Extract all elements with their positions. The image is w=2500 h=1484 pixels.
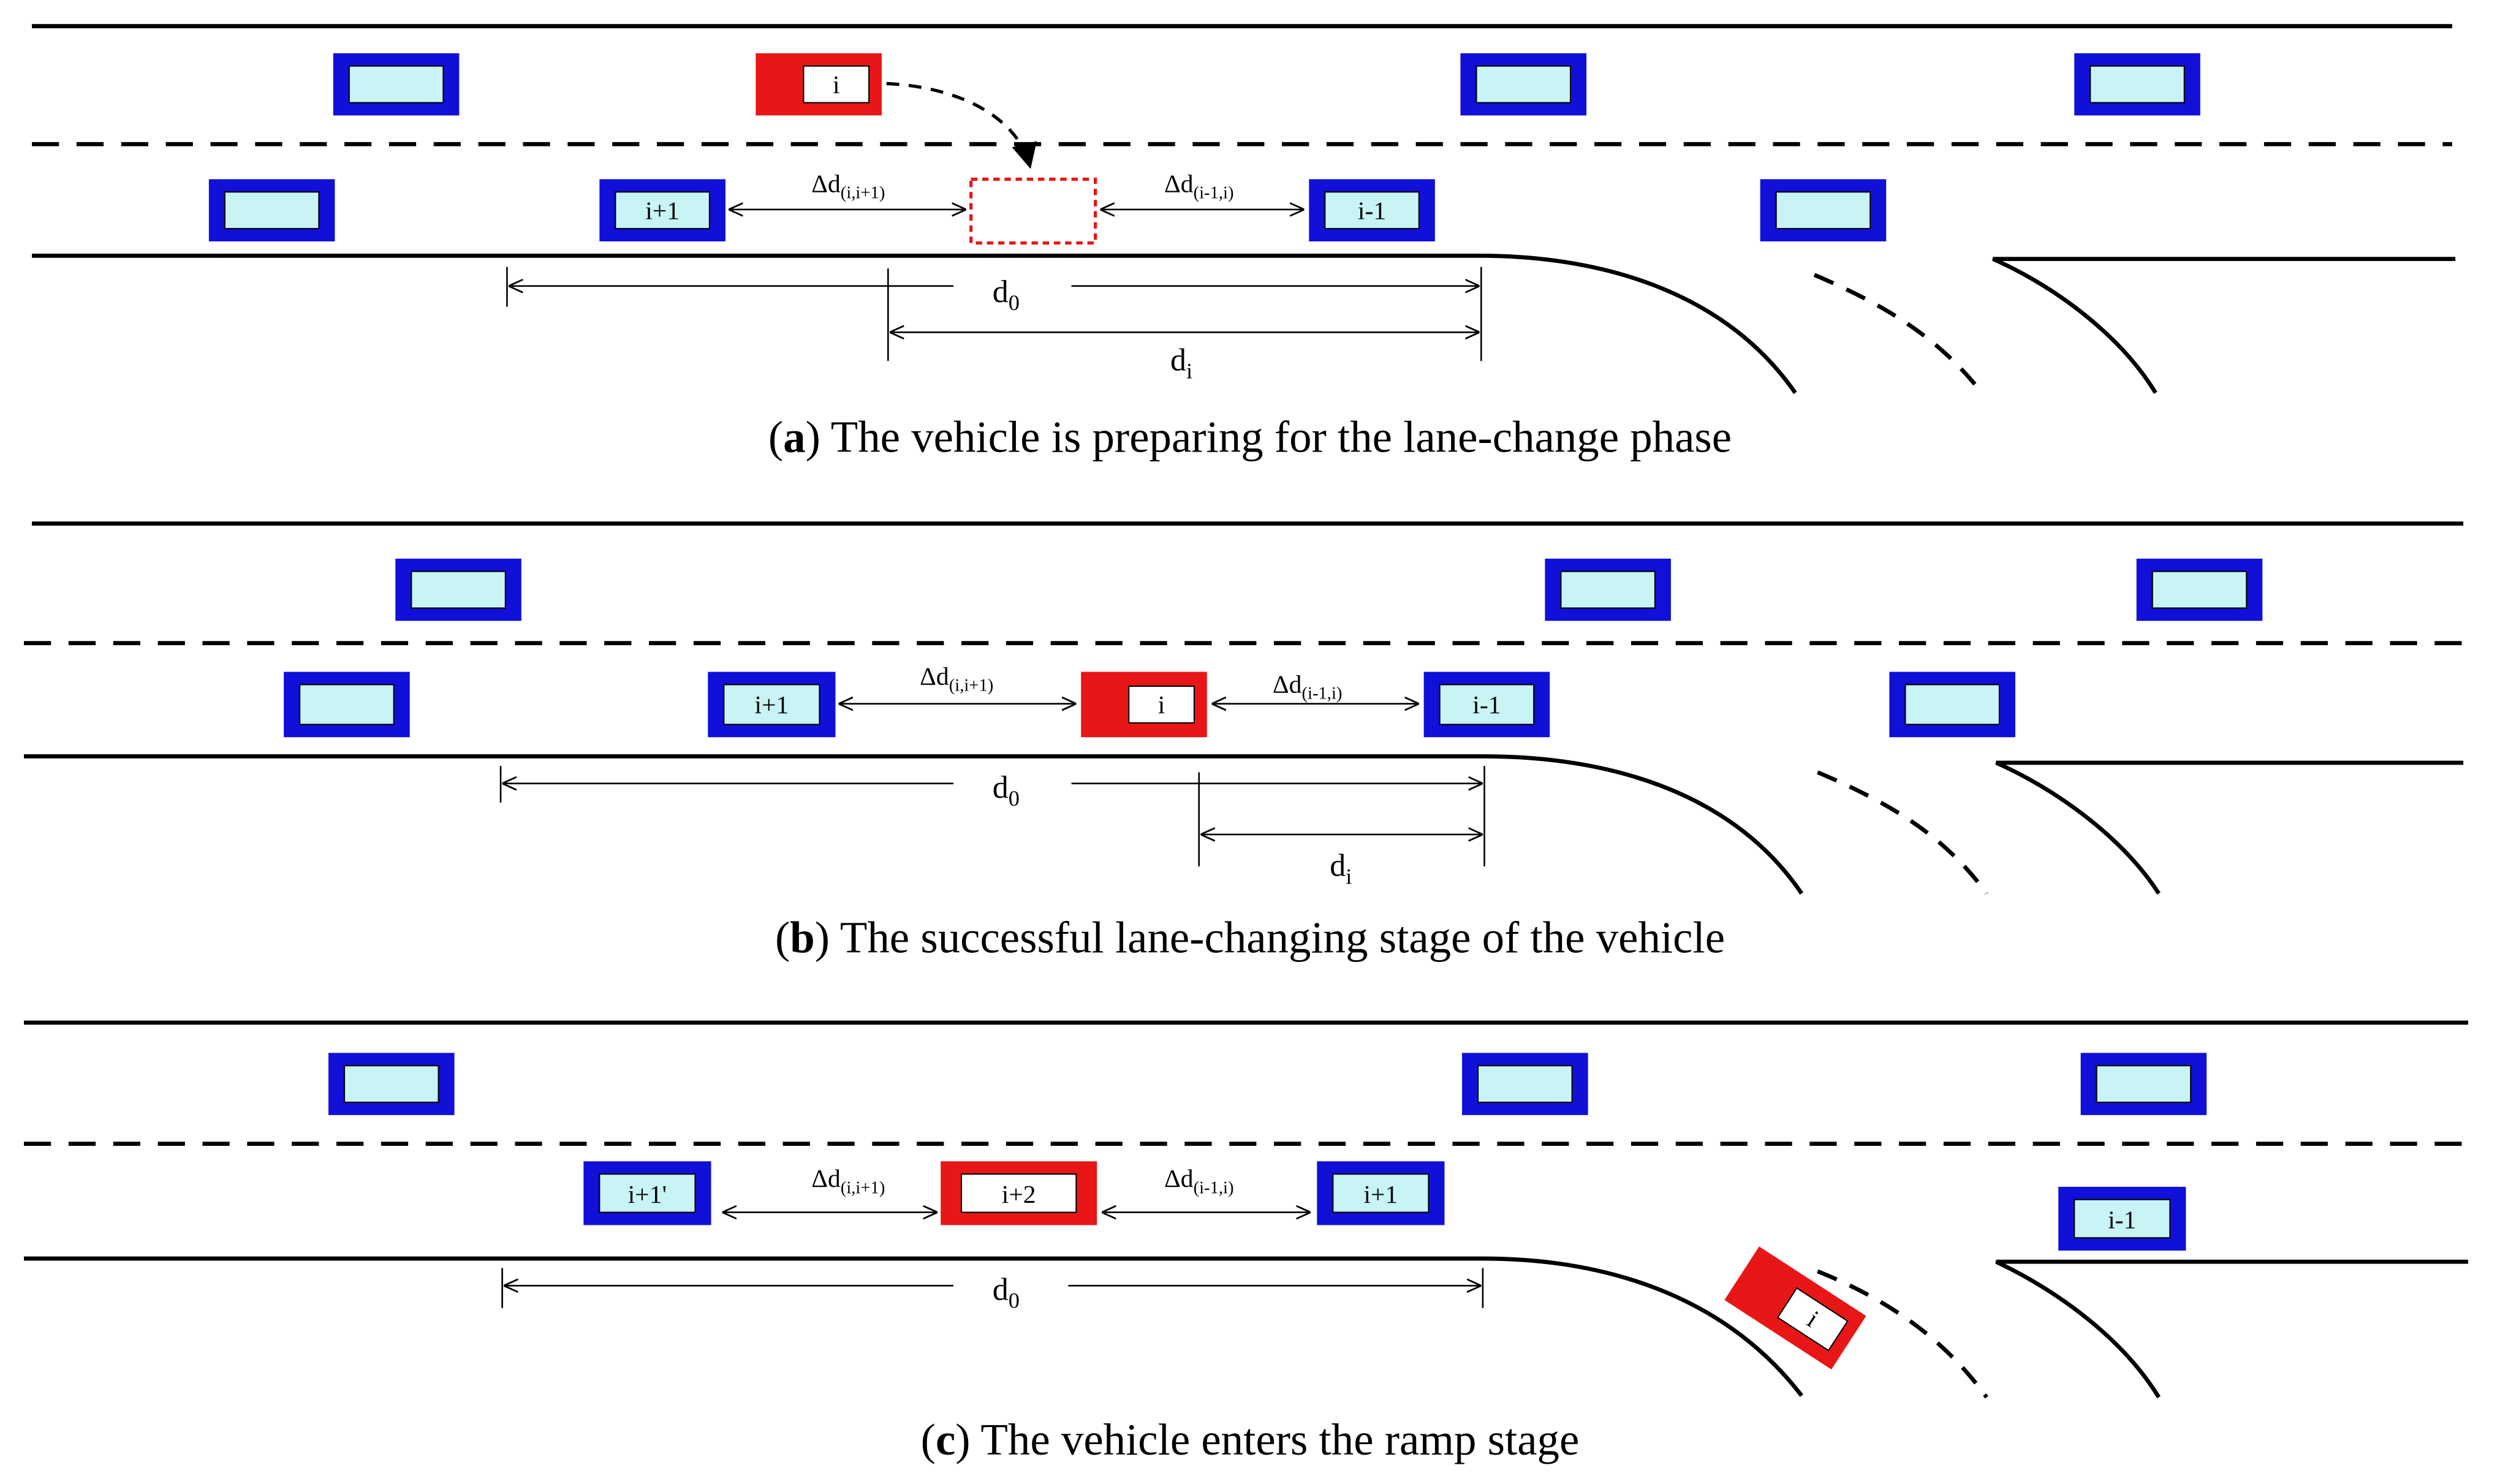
vehicle-i-plus-1: i+1 xyxy=(599,179,725,241)
d0-dimension: d0 xyxy=(501,1268,1484,1313)
gap-front-label: Δd(i-1,i) xyxy=(1164,170,1234,202)
vehicle xyxy=(395,558,521,621)
panel-a: i+1 i-1 i Δd(i,i+1) Δd(i-1,i) d0 xyxy=(32,24,2456,461)
gap-back-dimension: Δd(i,i+1) xyxy=(722,1165,938,1213)
road-c xyxy=(24,1020,2468,1399)
gap-back-label: Δd(i,i+1) xyxy=(811,1165,885,1197)
vehicle-label: i-1 xyxy=(1472,691,1501,719)
ramp-dashed-edge xyxy=(1817,1269,1988,1399)
d0-dimension: d0 xyxy=(506,267,1482,362)
vehicle xyxy=(1545,558,1671,621)
ramp-outer-edge xyxy=(1995,760,2464,895)
ramp-dashed-edge xyxy=(1817,770,1988,895)
ramp-dashed-edge xyxy=(1813,273,1984,395)
caption-a: (a) The vehicle is preparing for the lan… xyxy=(768,412,1732,461)
vehicle-i-plus-1: i+1 xyxy=(708,672,836,738)
road-a xyxy=(32,24,2456,395)
gap-back-label: Δd(i,i+1) xyxy=(920,662,993,695)
vehicle-i-subject: i xyxy=(756,53,882,116)
caption-b: (b) The successful lane-changing stage o… xyxy=(775,912,1725,962)
vehicle-i-minus-1: i-1 xyxy=(1309,179,1435,241)
road-bottom-edge xyxy=(32,253,1797,395)
vehicle xyxy=(2080,1053,2207,1115)
vehicle-label: i xyxy=(833,71,840,99)
di-dimension: di xyxy=(887,268,1480,384)
di-label: di xyxy=(1170,343,1192,384)
ramp-outer-edge xyxy=(1995,1259,2468,1399)
vehicle xyxy=(333,53,460,116)
vehicle xyxy=(1460,53,1587,116)
gap-front-label: Δd(i-1,i) xyxy=(1273,670,1343,703)
vehicle-i-minus-1: i-1 xyxy=(1423,672,1550,738)
gap-front-dimension: Δd(i-1,i) xyxy=(1102,1165,1311,1213)
gap-back-dimension: Δd(i,i+1) xyxy=(838,662,1077,703)
vehicle-label: i-1 xyxy=(1358,197,1386,225)
vehicle xyxy=(1889,672,2015,738)
gap-back-dimension: Δd(i,i+1) xyxy=(729,170,966,210)
lane-change-arrow xyxy=(886,81,1037,169)
vehicle-i-minus-1: i-1 xyxy=(2058,1186,2186,1251)
vehicle xyxy=(284,672,410,738)
vehicle xyxy=(328,1053,455,1115)
vehicle-i-on-ramp: i xyxy=(1724,1246,1866,1370)
d0-dimension: d0 xyxy=(499,766,1485,866)
vehicle-label: i+2 xyxy=(1002,1181,1036,1209)
caption-c: (c) The vehicle enters the ramp stage xyxy=(921,1415,1580,1464)
d0-label: d0 xyxy=(993,1273,1020,1313)
road-b xyxy=(24,521,2464,895)
vehicle xyxy=(1462,1053,1588,1115)
vehicle-i-subject: i xyxy=(1081,672,1207,738)
gap-back-label: Δd(i,i+1) xyxy=(811,170,885,202)
vehicle-i-plus-1-prime: i+1' xyxy=(583,1161,711,1225)
panel-b: i+1 i i-1 Δd(i,i+1) Δd(i-1,i) d0 xyxy=(24,521,2464,962)
vehicle-label: i xyxy=(1158,691,1165,719)
d0-label: d0 xyxy=(993,770,1020,811)
vehicle xyxy=(1760,179,1887,241)
vehicle xyxy=(208,179,335,241)
vehicle xyxy=(2074,53,2200,116)
di-dimension: di xyxy=(1198,772,1483,889)
vehicle-label: i+1 xyxy=(645,197,680,225)
vehicle-label: i+1 xyxy=(1363,1181,1398,1209)
panel-c: i+1' i+2 i+1 i-1 i Δd(i,i+1) Δd(i xyxy=(24,1020,2468,1464)
road-bottom-edge xyxy=(24,1256,1803,1397)
vehicle-i-plus-2: i+2 xyxy=(941,1161,1097,1225)
target-slot xyxy=(969,177,1097,245)
d0-label: d0 xyxy=(993,274,1020,315)
vehicle-i-plus-1: i+1 xyxy=(1317,1161,1445,1225)
vehicle xyxy=(2136,558,2263,621)
di-label: di xyxy=(1330,849,1352,889)
gap-front-label: Δd(i-1,i) xyxy=(1164,1165,1234,1197)
road-bottom-edge xyxy=(24,754,1804,895)
gap-front-dimension: Δd(i-1,i) xyxy=(1211,670,1419,703)
vehicle-label: i-1 xyxy=(2108,1206,2136,1235)
vehicle-label: i+1 xyxy=(754,691,789,719)
gap-front-dimension: Δd(i-1,i) xyxy=(1100,170,1305,210)
vehicle-label: i+1' xyxy=(628,1181,667,1209)
ramp-outer-edge xyxy=(1992,257,2456,394)
